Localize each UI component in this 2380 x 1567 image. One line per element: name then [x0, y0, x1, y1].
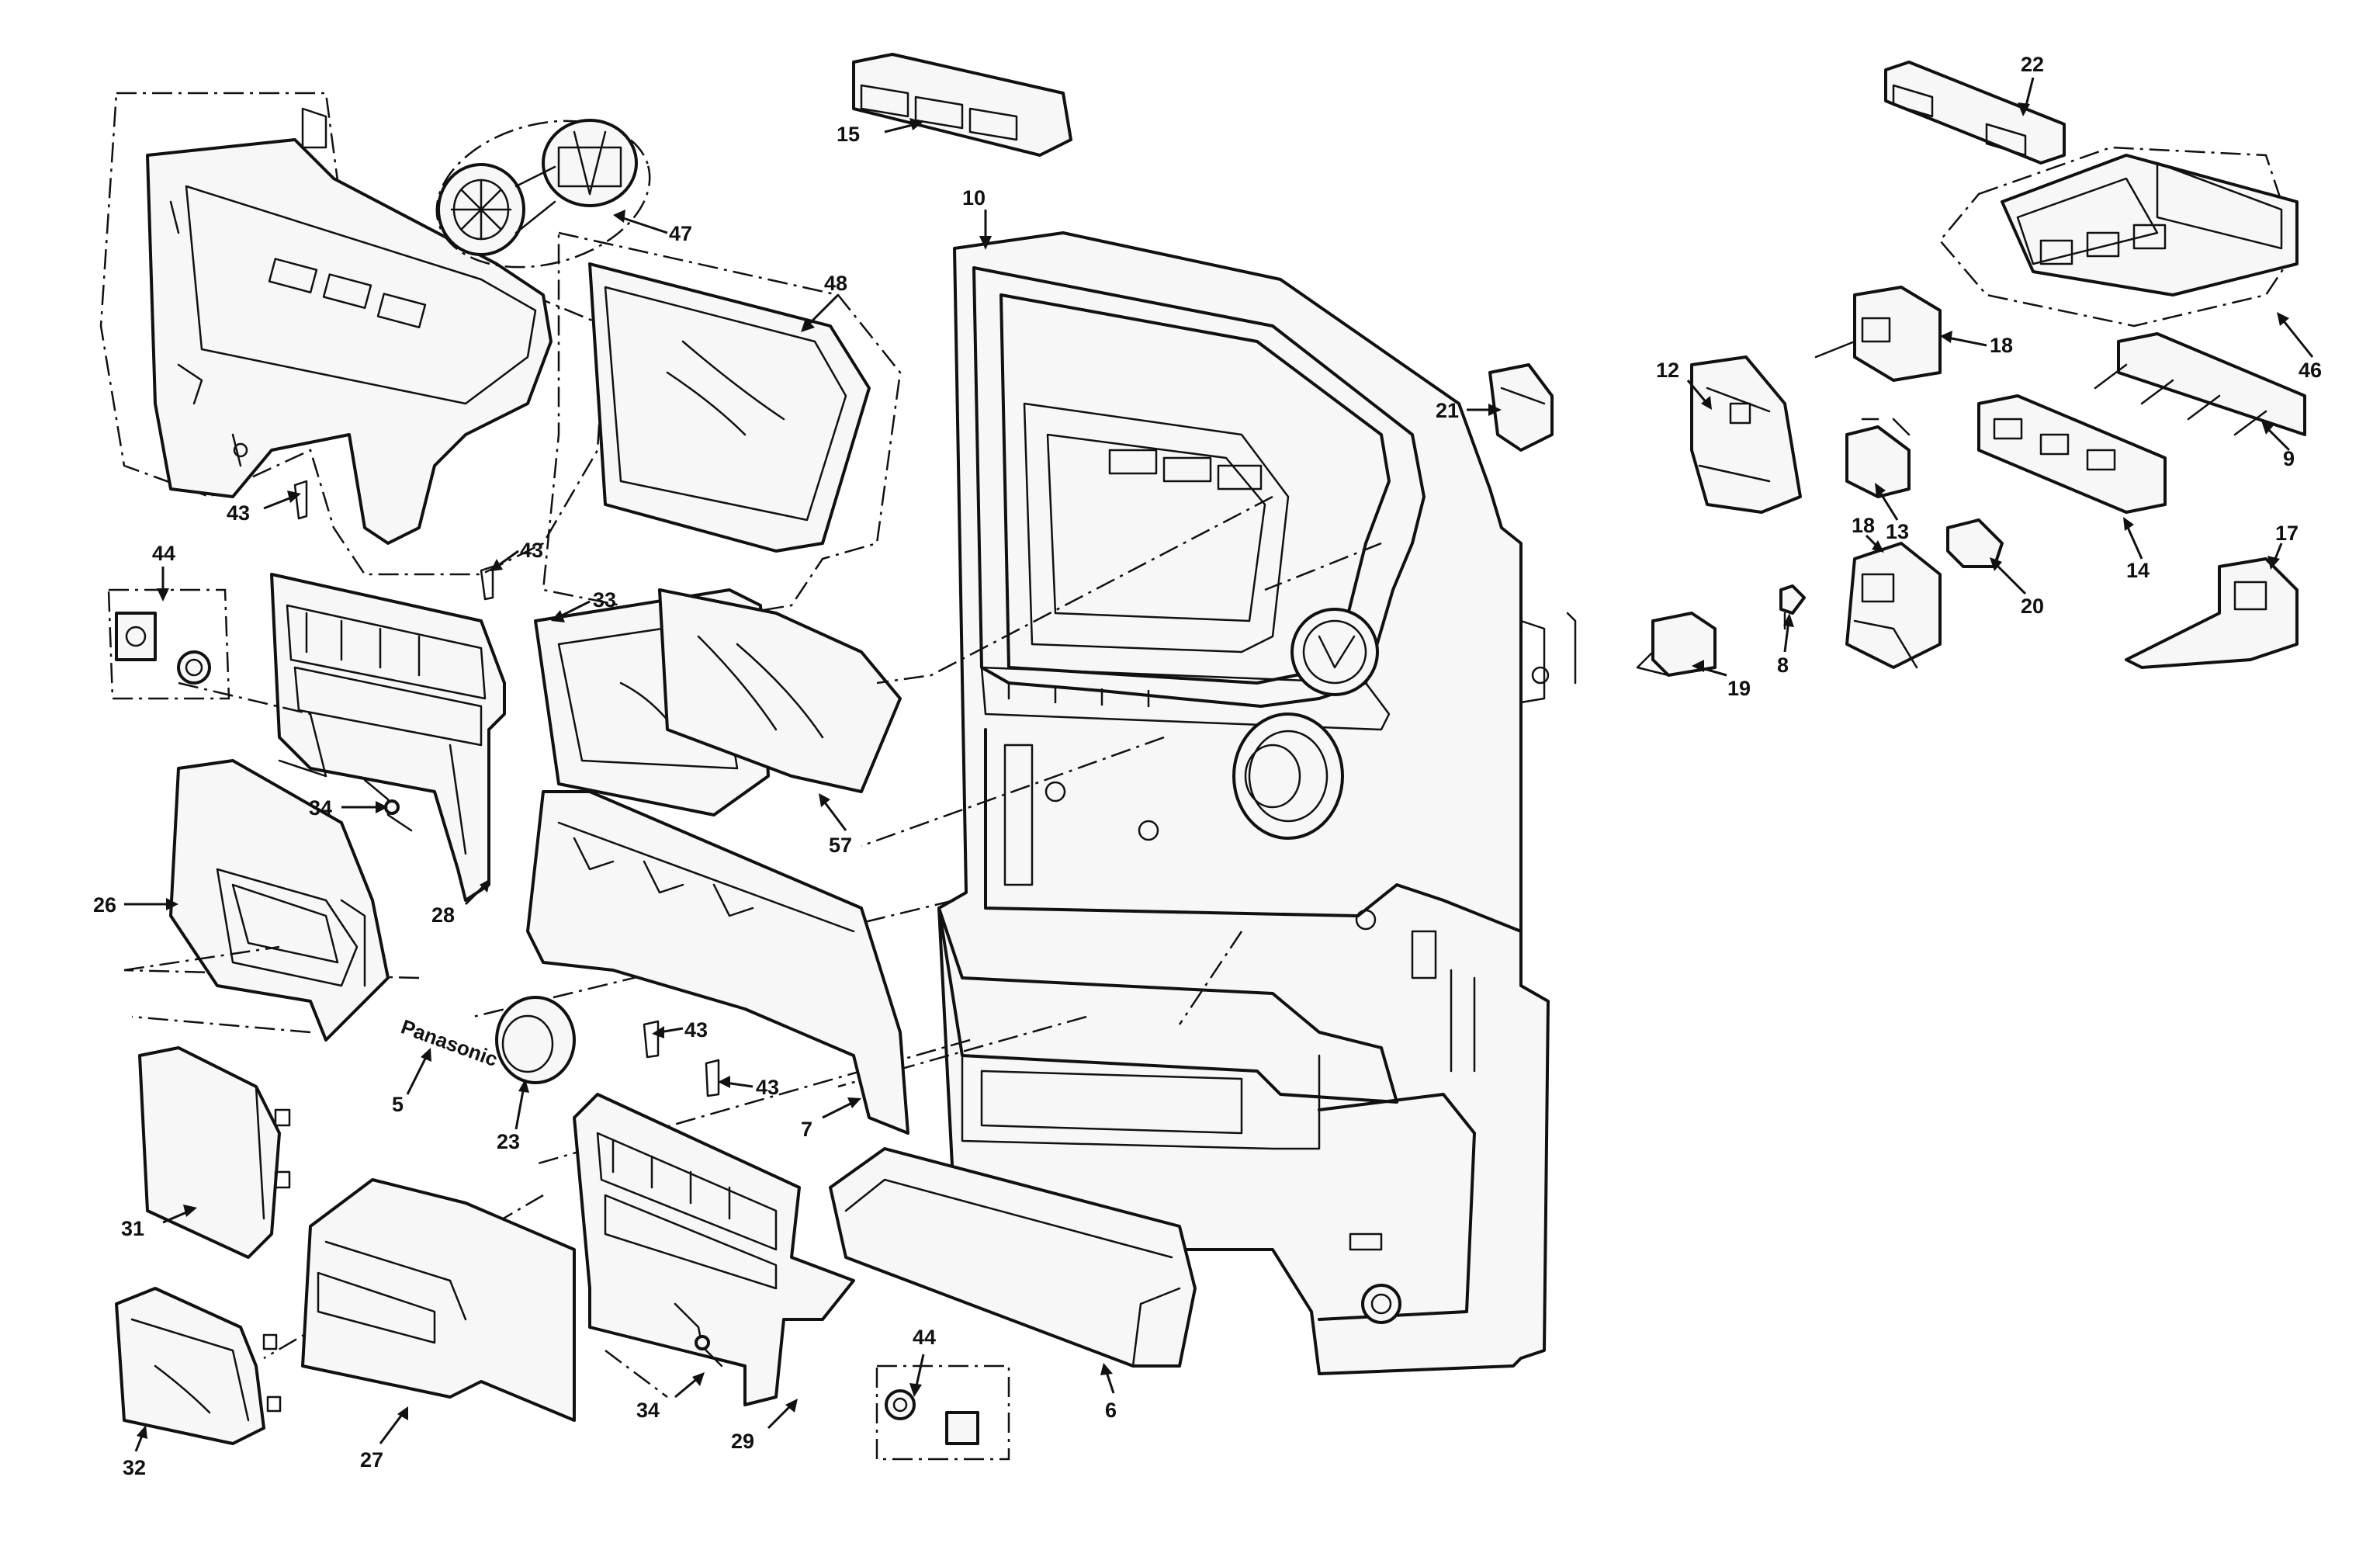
callout-46: 46: [2299, 359, 2322, 382]
bezel-part-6: [829, 1147, 1197, 1368]
callout-12: 12: [1656, 359, 1679, 382]
front-panel-part-10: [937, 231, 1577, 1375]
switch-part-8: [1779, 584, 1806, 630]
switch-part-17: [2125, 557, 2299, 669]
top-left-frame-assembly: [99, 92, 607, 576]
callout-32: 32: [123, 1456, 146, 1479]
callout-31: 31: [121, 1217, 144, 1240]
brand-badge-text: Panasonic: [398, 1014, 501, 1071]
frame-part-29: [573, 1093, 855, 1406]
callout-43-b: 43: [520, 539, 543, 562]
callout-14: 14: [2126, 559, 2150, 582]
brand-badge-part-5: Panasonic: [398, 1014, 501, 1071]
switch-strip-part-14: [1977, 394, 2167, 514]
switch-part-12: [1690, 355, 1802, 514]
socket-part-44-lower: [875, 1364, 1010, 1461]
callout-8: 8: [1777, 653, 1789, 677]
switch-part-18-upper: [1814, 286, 1942, 382]
screws-and-springs: [293, 480, 723, 1368]
switch-part-18-lower: [1845, 542, 1942, 669]
callout-labels: 15 10 47 48 43 43 44 33 34 26 28 57 21 2…: [93, 53, 2322, 1479]
callout-43-a: 43: [227, 501, 250, 525]
callout-22: 22: [2021, 53, 2044, 76]
cover-part-26: [123, 759, 390, 1042]
knob-part-23: [495, 996, 576, 1084]
switch-part-19: [1636, 612, 1717, 677]
callout-7: 7: [801, 1118, 812, 1141]
callout-21: 21: [1436, 399, 1459, 422]
callout-47: 47: [669, 222, 692, 245]
callout-17: 17: [2275, 522, 2299, 545]
callout-9: 9: [2283, 447, 2295, 470]
callout-18-b: 18: [1852, 514, 1875, 537]
callout-18-a: 18: [1990, 334, 2013, 357]
window-frame-part-48: [542, 231, 902, 622]
switch-strip-part-22: [1884, 61, 2066, 165]
callout-33: 33: [593, 588, 616, 612]
board-assembly-part-46: [1938, 146, 2299, 328]
callout-28: 28: [431, 903, 455, 927]
callout-23: 23: [497, 1130, 520, 1153]
sub-panel-part-7: [526, 790, 909, 1135]
callout-6: 6: [1105, 1399, 1117, 1422]
cover-part-32: [115, 1287, 282, 1445]
callout-57: 57: [829, 834, 852, 857]
switch-part-13: [1845, 418, 1911, 498]
callout-44-a: 44: [152, 542, 175, 565]
callout-29: 29: [731, 1430, 754, 1453]
callout-43-d: 43: [756, 1076, 779, 1099]
callout-34-b: 34: [636, 1399, 660, 1422]
callout-43-c: 43: [684, 1018, 708, 1042]
cover-part-27: [301, 1178, 576, 1422]
callout-leaders: [124, 77, 2314, 1452]
socket-part-44-upper: [107, 588, 230, 700]
callout-26: 26: [93, 893, 116, 917]
cover-part-31: [138, 1046, 291, 1259]
callout-27: 27: [360, 1448, 383, 1472]
callout-44-b: 44: [913, 1326, 936, 1349]
callout-15: 15: [837, 123, 860, 146]
switch-strip-part-9: [2094, 332, 2306, 436]
callout-34-a: 34: [309, 796, 332, 820]
callout-19: 19: [1727, 677, 1751, 700]
callout-5: 5: [392, 1093, 404, 1116]
callout-10: 10: [962, 186, 986, 210]
callout-48: 48: [824, 272, 847, 295]
callout-13: 13: [1886, 520, 1909, 543]
bracket-part-21: [1488, 363, 1554, 452]
motor-part-47: [435, 119, 651, 269]
glass-part-57: [658, 588, 902, 793]
button-strip-part-15: [852, 53, 1072, 157]
callout-20: 20: [2021, 595, 2044, 618]
